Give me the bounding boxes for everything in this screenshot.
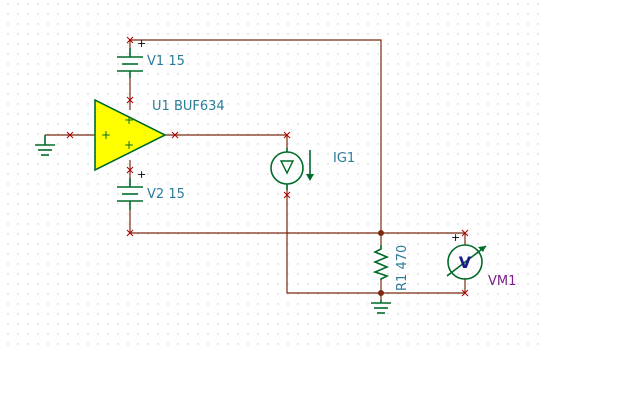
ig1-label: IG1 [333, 151, 355, 166]
svg-text:+: + [124, 138, 134, 152]
wire-v1-top [130, 39, 382, 233]
svg-text:+: + [124, 113, 134, 127]
v1-label: V1 15 [147, 54, 185, 69]
svg-text:+: + [101, 128, 111, 142]
resistor-icon[interactable] [372, 245, 390, 280]
ground-icon [35, 135, 55, 156]
wire-ig1-return [286, 185, 465, 294]
battery-icon[interactable] [117, 48, 143, 78]
opamp-icon[interactable]: + + + [94, 98, 167, 172]
grid-background [0, 0, 540, 345]
junction-node-top [378, 230, 384, 236]
v2-plus-sign: + [137, 168, 146, 181]
current-source-icon[interactable] [270, 148, 314, 190]
ground-icon [371, 300, 391, 314]
r1-label: R1 470 [395, 245, 410, 291]
svg-text:V: V [459, 253, 472, 272]
voltmeter-icon[interactable]: V [446, 244, 487, 280]
terminal-marks [66, 36, 469, 297]
junction-node-bottom [378, 290, 384, 296]
u1-label: U1 BUF634 [152, 99, 225, 114]
vm1-label: VM1 [488, 274, 516, 289]
vm1-plus-sign: + [451, 231, 460, 244]
v1-plus-sign: + [137, 37, 146, 50]
v2-label: V2 15 [147, 187, 185, 202]
battery-icon[interactable] [117, 178, 143, 210]
